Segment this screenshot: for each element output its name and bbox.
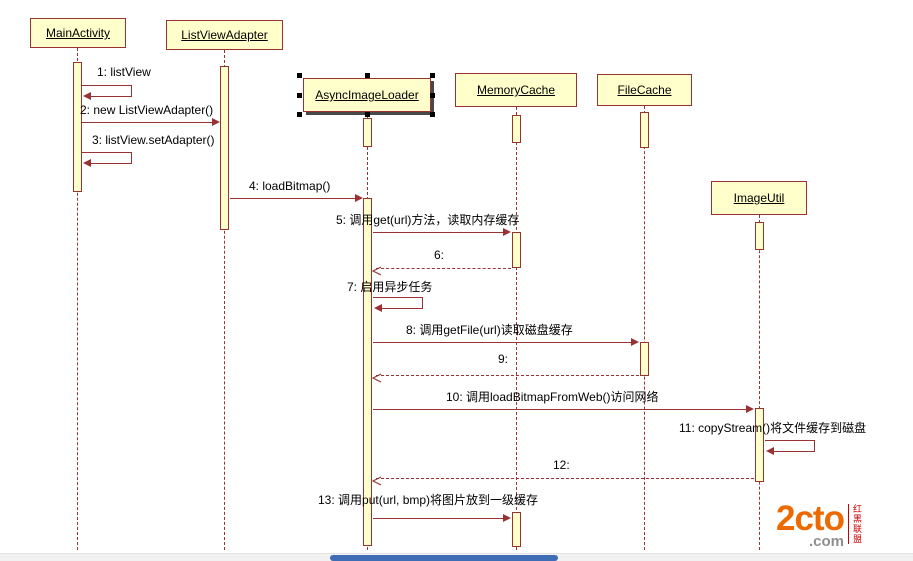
selection-handle-s[interactable] xyxy=(365,112,370,117)
message-11-line[interactable] xyxy=(814,440,815,452)
message-4-line[interactable] xyxy=(230,198,355,199)
selection-handle-w[interactable] xyxy=(297,93,302,98)
activation-memorycache-3[interactable] xyxy=(512,512,521,547)
message-7-label: 7: 启用异步任务 xyxy=(347,280,433,294)
message-11-line[interactable] xyxy=(774,451,814,452)
message-13-label: 13: 调用put(url, bmp)将图片放到一级缓存 xyxy=(318,493,539,507)
activation-filecache-1[interactable] xyxy=(640,112,649,148)
message-1-label: 1: listView xyxy=(97,65,151,79)
watermark-domain-suffix: .com xyxy=(808,532,844,550)
activation-memorycache-2[interactable] xyxy=(512,232,521,268)
message-9-label: 9: xyxy=(498,352,509,366)
2cto-watermark: 2cto .com 红黑联盟 xyxy=(776,499,864,550)
node-label-listviewadapter: ListViewAdapter xyxy=(181,28,268,42)
node-mainactivity[interactable]: MainActivity xyxy=(30,18,126,48)
horizontal-scrollbar-track[interactable] xyxy=(0,553,913,561)
message-3-arrowhead xyxy=(83,159,91,167)
message-12-label: 12: xyxy=(553,458,570,472)
message-10-arrowhead xyxy=(746,405,754,413)
watermark-brand: 2cto xyxy=(776,499,845,538)
message-8-arrowhead xyxy=(631,338,639,346)
message-12-return-arrowhead xyxy=(371,473,382,486)
message-13-arrowhead xyxy=(503,514,511,522)
message-3-line[interactable] xyxy=(131,152,132,164)
message-5-arrowhead xyxy=(503,228,511,236)
message-3-line[interactable] xyxy=(82,152,132,153)
message-8-line[interactable] xyxy=(373,342,631,343)
message-10-line[interactable] xyxy=(373,409,746,410)
activation-asyncimageloader-1[interactable] xyxy=(363,118,372,147)
message-6-label: 6: xyxy=(434,248,445,262)
message-6-return-arrowhead xyxy=(371,263,382,276)
node-listviewadapter[interactable]: ListViewAdapter xyxy=(166,20,283,50)
node-label-filecache: FileCache xyxy=(617,83,672,97)
node-asyncimageloader[interactable]: AsyncImageLoader xyxy=(303,78,431,112)
node-label-asyncimageloader: AsyncImageLoader xyxy=(315,88,419,102)
message-6-line[interactable] xyxy=(376,268,511,269)
lifeline-imageutil xyxy=(759,215,760,550)
selection-handle-ne[interactable] xyxy=(430,73,435,78)
message-1-line[interactable] xyxy=(91,96,131,97)
horizontal-scrollbar-thumb[interactable] xyxy=(330,555,558,561)
activation-memorycache-1[interactable] xyxy=(512,115,521,143)
activation-imageutil-1[interactable] xyxy=(755,222,764,250)
message-3-label: 3: listView.setAdapter() xyxy=(92,133,215,147)
2cto-logo: 2cto .com xyxy=(776,499,845,550)
selection-handle-nw[interactable] xyxy=(297,73,302,78)
message-8-label: 8: 调用getFile(url)读取磁盘缓存 xyxy=(406,323,573,337)
selection-handle-e[interactable] xyxy=(430,93,435,98)
message-4-label: 4: loadBitmap() xyxy=(249,179,331,193)
message-9-line[interactable] xyxy=(376,375,639,376)
lifeline-listviewadapter xyxy=(224,50,225,550)
message-11-arrowhead xyxy=(766,447,774,455)
lifeline-filecache xyxy=(644,106,645,550)
message-1-line[interactable] xyxy=(82,85,132,86)
selection-handle-se[interactable] xyxy=(430,112,435,117)
message-2-arrowhead xyxy=(212,118,220,126)
node-label-mainactivity: MainActivity xyxy=(45,26,110,40)
node-label-memorycache: MemoryCache xyxy=(476,83,556,97)
message-12-line[interactable] xyxy=(376,478,754,479)
message-11-line[interactable] xyxy=(765,440,815,441)
node-imageutil[interactable]: ImageUtil xyxy=(711,181,807,215)
message-2-label: 2: new ListViewAdapter() xyxy=(80,103,214,117)
lifeline-memorycache xyxy=(516,107,517,550)
activation-imageutil-2[interactable] xyxy=(755,408,764,482)
watermark-tagline: 红黑联盟 xyxy=(847,504,864,544)
node-memorycache[interactable]: MemoryCache xyxy=(455,73,577,107)
message-5-label: 5: 调用get(url)方法，读取内存缓存 xyxy=(336,213,520,227)
activation-asyncimageloader-2[interactable] xyxy=(363,198,372,546)
message-9-return-arrowhead xyxy=(371,370,382,383)
message-7-line[interactable] xyxy=(373,297,423,298)
message-13-line[interactable] xyxy=(373,518,503,519)
message-1-arrowhead xyxy=(83,92,91,100)
message-10-label: 10: 调用loadBitmapFromWeb()访问网络 xyxy=(446,390,659,404)
message-7-arrowhead xyxy=(374,304,382,312)
activation-listviewadapter[interactable] xyxy=(220,66,229,230)
selection-handle-n[interactable] xyxy=(365,73,370,78)
message-7-line[interactable] xyxy=(382,308,422,309)
node-label-imageutil: ImageUtil xyxy=(733,191,785,205)
activation-filecache-2[interactable] xyxy=(640,342,649,376)
message-2-line[interactable] xyxy=(82,122,212,123)
message-3-line[interactable] xyxy=(91,163,131,164)
lifeline-mainactivity xyxy=(77,48,78,550)
message-4-arrowhead xyxy=(355,194,363,202)
activation-mainactivity[interactable] xyxy=(73,62,82,192)
message-5-line[interactable] xyxy=(373,232,503,233)
node-filecache[interactable]: FileCache xyxy=(597,74,692,106)
selection-handle-sw[interactable] xyxy=(297,112,302,117)
message-1-line[interactable] xyxy=(131,85,132,97)
message-7-line[interactable] xyxy=(422,297,423,309)
message-11-label: 11: copyStream()将文件缓存到磁盘 xyxy=(679,421,867,435)
